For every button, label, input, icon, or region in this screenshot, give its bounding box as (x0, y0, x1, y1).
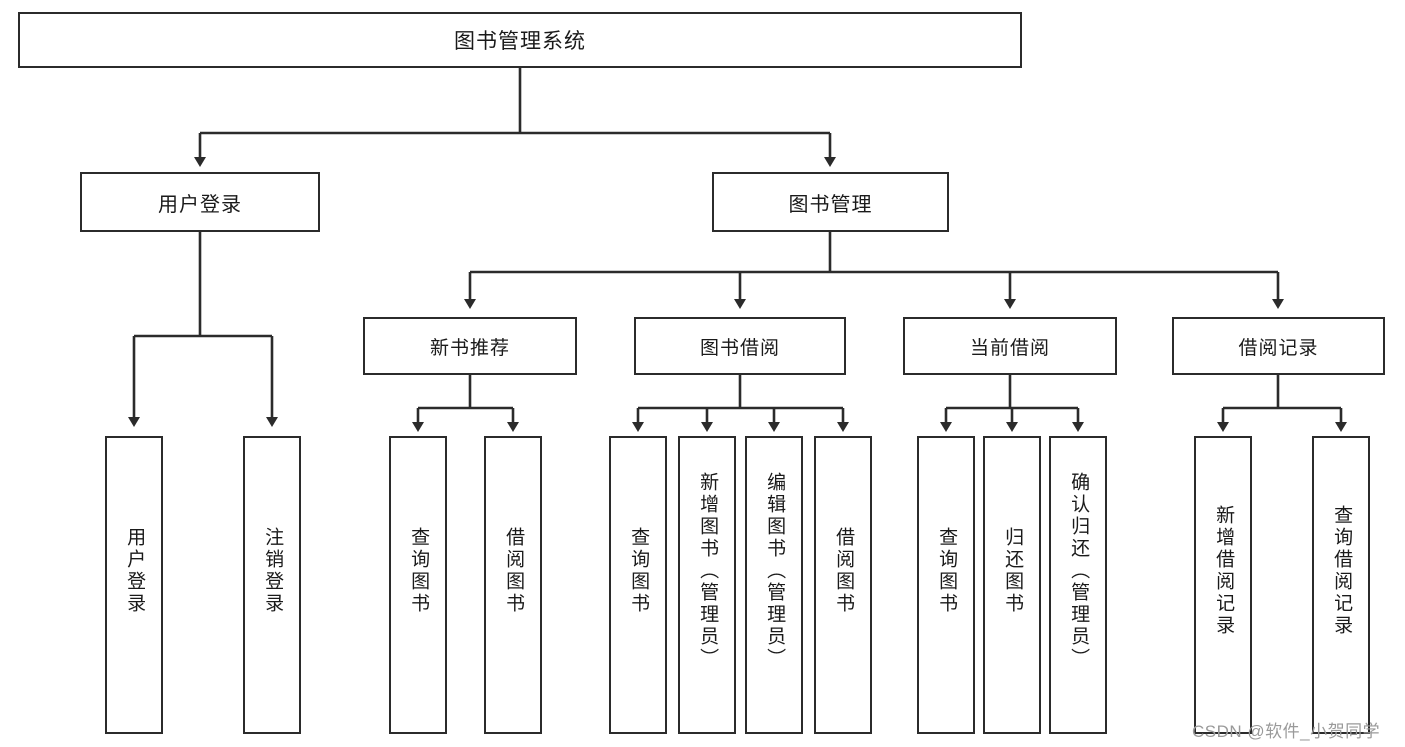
leaf-return-book[interactable]: 归还图书 (983, 436, 1041, 734)
node-book-borrow[interactable]: 图书借阅 (634, 317, 846, 375)
leaf-borrow-book-1-label: 借阅图书 (503, 527, 525, 615)
node-new-book-recommend[interactable]: 新书推荐 (363, 317, 577, 375)
leaf-logout-label: 注销登录 (262, 527, 284, 615)
node-current-borrow-label: 当前借阅 (969, 337, 1050, 359)
leaf-return-book-label: 归还图书 (1002, 527, 1024, 615)
leaf-confirm-return-label: 确认归还（管理员） (1068, 472, 1090, 670)
node-root[interactable]: 图书管理系统 (18, 12, 1022, 68)
node-user-login-label: 用户登录 (158, 193, 242, 216)
leaf-edit-book[interactable]: 编辑图书（管理员） (745, 436, 803, 734)
node-current-borrow[interactable]: 当前借阅 (903, 317, 1117, 375)
node-borrow-record-label: 借阅记录 (1238, 337, 1319, 359)
node-user-login[interactable]: 用户登录 (80, 172, 320, 232)
leaf-query-book-3[interactable]: 查询图书 (917, 436, 975, 734)
leaf-query-record-label: 查询借阅记录 (1331, 505, 1353, 637)
leaf-add-book[interactable]: 新增图书（管理员） (678, 436, 736, 734)
leaf-borrow-book-1[interactable]: 借阅图书 (484, 436, 542, 734)
leaf-query-record[interactable]: 查询借阅记录 (1312, 436, 1370, 734)
leaf-logout[interactable]: 注销登录 (243, 436, 301, 734)
node-book-borrow-label: 图书借阅 (699, 337, 780, 359)
leaf-edit-book-label: 编辑图书（管理员） (764, 472, 786, 670)
leaf-confirm-return[interactable]: 确认归还（管理员） (1049, 436, 1107, 734)
leaf-add-book-label: 新增图书（管理员） (697, 472, 719, 670)
leaf-query-book-1-label: 查询图书 (408, 527, 430, 615)
leaf-user-login-label: 用户登录 (124, 527, 146, 615)
leaf-query-book-3-label: 查询图书 (936, 527, 958, 615)
node-root-label: 图书管理系统 (454, 30, 586, 53)
watermark-text: CSDN @软件_小贺同学 (1192, 722, 1381, 741)
leaf-add-record[interactable]: 新增借阅记录 (1194, 436, 1252, 734)
node-new-book-recommend-label: 新书推荐 (429, 337, 510, 359)
node-book-manage[interactable]: 图书管理 (712, 172, 949, 232)
node-book-manage-label: 图书管理 (788, 193, 873, 216)
leaf-query-book-1[interactable]: 查询图书 (389, 436, 447, 734)
leaf-query-book-2-label: 查询图书 (628, 527, 650, 615)
leaf-query-book-2[interactable]: 查询图书 (609, 436, 667, 734)
leaf-borrow-book-2-label: 借阅图书 (833, 527, 855, 615)
leaf-borrow-book-2[interactable]: 借阅图书 (814, 436, 872, 734)
leaf-user-login[interactable]: 用户登录 (105, 436, 163, 734)
watermark: CSDN @软件_小贺同学 (1192, 717, 1380, 742)
node-borrow-record[interactable]: 借阅记录 (1172, 317, 1385, 375)
leaf-add-record-label: 新增借阅记录 (1213, 505, 1235, 637)
